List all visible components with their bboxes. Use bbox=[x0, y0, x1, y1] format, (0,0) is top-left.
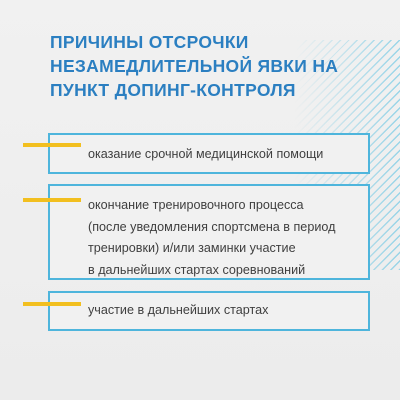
reason-line: участие в дальнейших стартах bbox=[88, 303, 269, 317]
reason-line: (после уведомления спортсмена в период bbox=[88, 219, 336, 234]
title-line: НЕЗАМЕДЛИТЕЛЬНОЙ ЯВКИ НА bbox=[50, 56, 339, 76]
reason-line: оказание срочной медицинской помощи bbox=[88, 147, 324, 161]
title-line: ПУНКТ ДОПИНГ-КОНТРОЛЯ bbox=[50, 80, 296, 100]
reason-card-training-end: окончание тренировочного процесса (после… bbox=[48, 184, 370, 280]
accent-bar bbox=[23, 143, 81, 147]
slide-title: ПРИЧИНЫ ОТСРОЧКИ НЕЗАМЕДЛИТЕЛЬНОЙ ЯВКИ Н… bbox=[50, 30, 370, 102]
reason-line: в дальнейших стартах соревнований bbox=[88, 263, 306, 278]
title-line: ПРИЧИНЫ ОТСРОЧКИ bbox=[50, 32, 249, 52]
reason-text: окончание тренировочного процесса (после… bbox=[88, 195, 358, 282]
accent-bar bbox=[23, 302, 81, 306]
reason-card-further-starts: участие в дальнейших стартах bbox=[48, 291, 370, 331]
reason-text: оказание срочной медицинской помощи bbox=[88, 143, 358, 165]
accent-bar bbox=[23, 198, 81, 202]
reason-card-medical-help: оказание срочной медицинской помощи bbox=[48, 133, 370, 174]
reason-line: окончание тренировочного процесса bbox=[88, 198, 304, 212]
reason-text: участие в дальнейших стартах bbox=[88, 299, 358, 321]
reason-line: тренировки) и/или заминки участие bbox=[88, 241, 296, 256]
